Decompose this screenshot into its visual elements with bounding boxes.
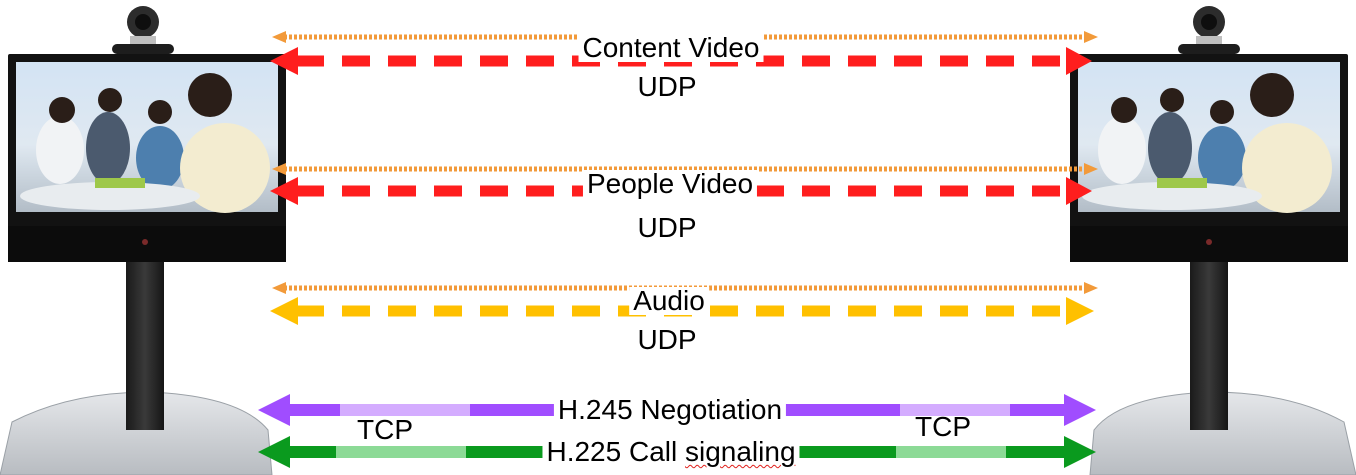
outline-arrow-head-left — [272, 31, 286, 43]
protocol-label-content-video: UDP — [637, 71, 697, 102]
logo-dot — [1206, 239, 1212, 245]
arrow-highlight — [336, 446, 466, 458]
video-participants — [1078, 62, 1340, 213]
arrow-head-right — [1064, 394, 1096, 426]
arrow-head-right — [1066, 177, 1092, 205]
tcp-label-right: TCP — [915, 411, 971, 442]
camera — [112, 6, 174, 54]
stand-pole — [1190, 262, 1228, 430]
signaling-label-h245: H.245 Negotiation — [553, 396, 787, 424]
stream-label-audio: Audio — [629, 287, 709, 315]
endpoint-right — [1070, 6, 1356, 475]
arrow-head-left — [270, 47, 298, 75]
arrow-head-left — [270, 297, 298, 325]
arrow-head-right — [1064, 436, 1096, 468]
arrow-highlight — [900, 404, 1010, 416]
arrow-highlight — [896, 446, 1006, 458]
signaling-label-h225: H.225 Call signaling — [542, 436, 800, 467]
arrow-head-right — [1066, 47, 1092, 75]
protocol-label-people-video: UDP — [637, 212, 697, 243]
signaling-label-h225-prefix: H.225 Call — [546, 436, 685, 467]
outline-arrow-head-left — [272, 163, 286, 175]
outline-arrow-head-left — [272, 282, 286, 294]
video-participants — [16, 62, 278, 213]
arrow-head-left — [270, 177, 298, 205]
tcp-label-left: TCP — [357, 414, 413, 445]
arrow-head-right — [1066, 297, 1094, 325]
logo-dot — [142, 239, 148, 245]
endpoint-left — [0, 6, 286, 475]
stream-label-people-video: People Video — [582, 170, 758, 198]
signaling-label-h225-squiggle: signaling — [684, 436, 796, 467]
stream-label-content-video: Content Video — [578, 34, 764, 62]
arrow-highlight — [340, 404, 470, 416]
outline-arrow-head-right — [1084, 163, 1098, 175]
stand-pole — [126, 262, 164, 430]
protocol-label-audio: UDP — [637, 324, 697, 355]
arrow-head-left — [258, 394, 290, 426]
outline-arrow-head-right — [1084, 282, 1098, 294]
arrow-h245 — [258, 394, 1096, 426]
outline-arrow-head-right — [1084, 31, 1098, 43]
camera — [1178, 6, 1240, 54]
arrow-head-left — [258, 436, 290, 468]
